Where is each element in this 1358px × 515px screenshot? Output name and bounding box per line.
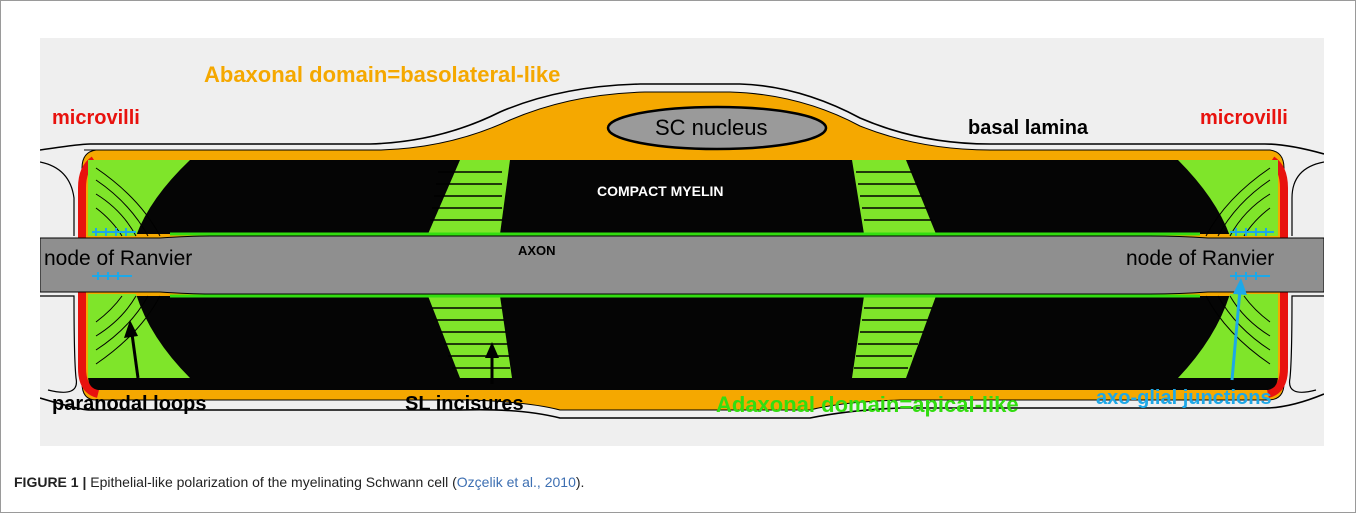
figure-number: FIGURE 1 | — [14, 474, 87, 490]
sl-incisure-right-bottom — [852, 296, 936, 378]
basal-lamina-label: basal lamina — [968, 117, 1089, 139]
axo-glial-junctions-right — [1230, 228, 1274, 280]
sl-incisures-label: SL incisures — [405, 393, 524, 415]
arrow-paranodal-loops — [124, 320, 140, 379]
compact-myelin-label: COMPACT MYELIN — [597, 183, 724, 199]
node-of-ranvier-right-label: node of Ranvier — [1126, 247, 1275, 270]
adaxonal-domain-label: Adaxonal domain=apical-like — [716, 392, 1019, 417]
microvilli-left-outline — [40, 161, 78, 393]
node-of-ranvier-left-label: node of Ranvier — [44, 247, 193, 270]
compact-myelin-upper — [88, 160, 1278, 234]
paranodal-loops-left-top — [88, 160, 190, 236]
sl-incisure-right-top — [852, 160, 936, 234]
axo-glial-junctions-label: axo-glial junctions — [1096, 387, 1272, 409]
axo-glial-junctions-left — [92, 228, 136, 280]
microvilli-right-label: microvilli — [1200, 107, 1288, 129]
basal-lamina-outline — [40, 83, 1324, 419]
sl-incisure-left-top — [428, 160, 510, 234]
figure-caption: FIGURE 1 | Epithelial-like polarization … — [14, 474, 584, 490]
axon — [40, 235, 1324, 295]
paranodal-loops-left-bottom — [88, 294, 190, 378]
abaxonal-domain-label: Abaxonal domain=basolateral-like — [204, 62, 561, 87]
paranodal-loops-label: paranodal loops — [52, 393, 207, 415]
paranodal-loops-right-top — [1178, 160, 1278, 236]
compact-myelin-lower — [88, 296, 1278, 390]
sc-nucleus-label: SC nucleus — [655, 115, 768, 140]
caption-reference-link[interactable]: Ozçelik et al., 2010 — [456, 474, 576, 490]
sc-nucleus — [606, 105, 828, 151]
paranodal-loops-right-bottom — [1178, 294, 1278, 378]
arrow-axo-glial-junctions — [1230, 278, 1247, 381]
microvilli-left-label: microvilli — [52, 107, 140, 129]
arrow-sl-incisures — [485, 342, 499, 384]
caption-text: Epithelial-like polarization of the myel… — [86, 474, 457, 490]
microvilli-right-outline — [1288, 161, 1324, 393]
caption-end: ). — [575, 474, 585, 490]
axon-label: AXON — [518, 243, 556, 258]
schwann-cell-diagram — [40, 83, 1324, 419]
